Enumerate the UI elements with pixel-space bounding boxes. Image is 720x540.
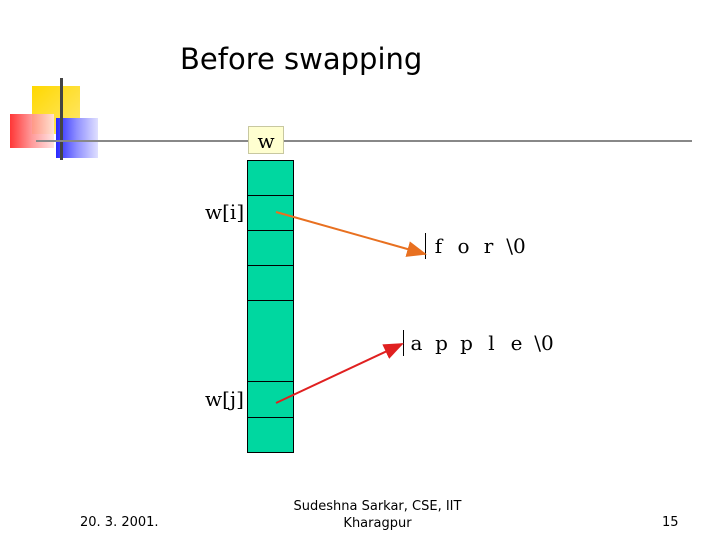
string-char: o	[457, 234, 470, 258]
variable-label-w: w	[248, 126, 284, 154]
array-label-wi: w[i]	[205, 200, 245, 224]
string-char: \0	[506, 234, 526, 258]
array-cell	[247, 300, 294, 382]
deco-red-square	[10, 114, 54, 148]
string-char: l	[488, 331, 495, 355]
footer-author: Sudeshna Sarkar, CSE, IIT Kharagpur	[270, 498, 485, 532]
string-char: r	[483, 234, 494, 258]
arrow-wj-to-apple	[275, 343, 404, 404]
array-cell	[247, 417, 294, 453]
string-char: a	[410, 331, 423, 355]
slide-title: Before swapping	[180, 42, 423, 76]
string-char: p	[460, 331, 473, 355]
header-rule	[36, 140, 692, 142]
footer-author-line2: Kharagpur	[343, 516, 412, 531]
footer-author-line1: Sudeshna Sarkar, CSE, IIT	[293, 499, 462, 514]
deco-blue-square	[56, 118, 98, 158]
array-cell	[247, 160, 294, 196]
decorative-logo	[0, 70, 110, 170]
string-char: \0	[534, 331, 554, 355]
page-number: 15	[662, 515, 679, 530]
string-char: e	[510, 331, 523, 355]
string-char: f	[434, 234, 443, 258]
string-char: p	[435, 331, 448, 355]
array-cell	[247, 195, 294, 231]
array-label-wj: w[j]	[205, 387, 244, 411]
arrow-wi-to-for	[275, 211, 427, 257]
array-cell	[247, 265, 294, 301]
array-cell	[247, 230, 294, 266]
deco-vertical-line	[60, 78, 63, 160]
array-cell	[247, 381, 294, 418]
footer-date: 20. 3. 2001.	[80, 515, 159, 530]
